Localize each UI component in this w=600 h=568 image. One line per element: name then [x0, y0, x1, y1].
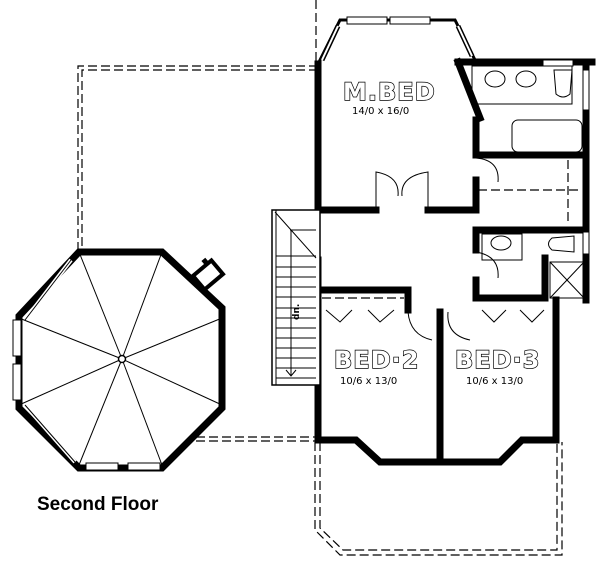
floor-title: Second Floor [37, 494, 159, 515]
master-bed-windows [319, 16, 590, 255]
room-dimensions: 10/6 x 13/0 [340, 376, 397, 387]
stairs-down-label: dn. [292, 304, 302, 320]
room-dimensions: 14/0 x 16/0 [352, 106, 409, 117]
room-name: M.BED [343, 78, 436, 106]
doors [322, 157, 547, 341]
room-dimensions: 10/6 x 13/0 [466, 376, 523, 387]
room-master-bedroom: M.BED 14/0 x 16/0 [342, 77, 436, 117]
roof-outline-upper [77, 0, 318, 442]
octagon-tower [12, 248, 226, 472]
room-name: BED·3 [455, 346, 540, 374]
staircase[interactable]: dn. [271, 209, 321, 386]
room-bedroom-3: BED·3 10/6 x 13/0 [454, 345, 540, 387]
room-name: BED·2 [334, 346, 419, 374]
bath-fixtures [471, 65, 585, 299]
room-bedroom-2: BED·2 10/6 x 13/0 [333, 345, 419, 387]
porch-outline-lower [314, 442, 563, 556]
